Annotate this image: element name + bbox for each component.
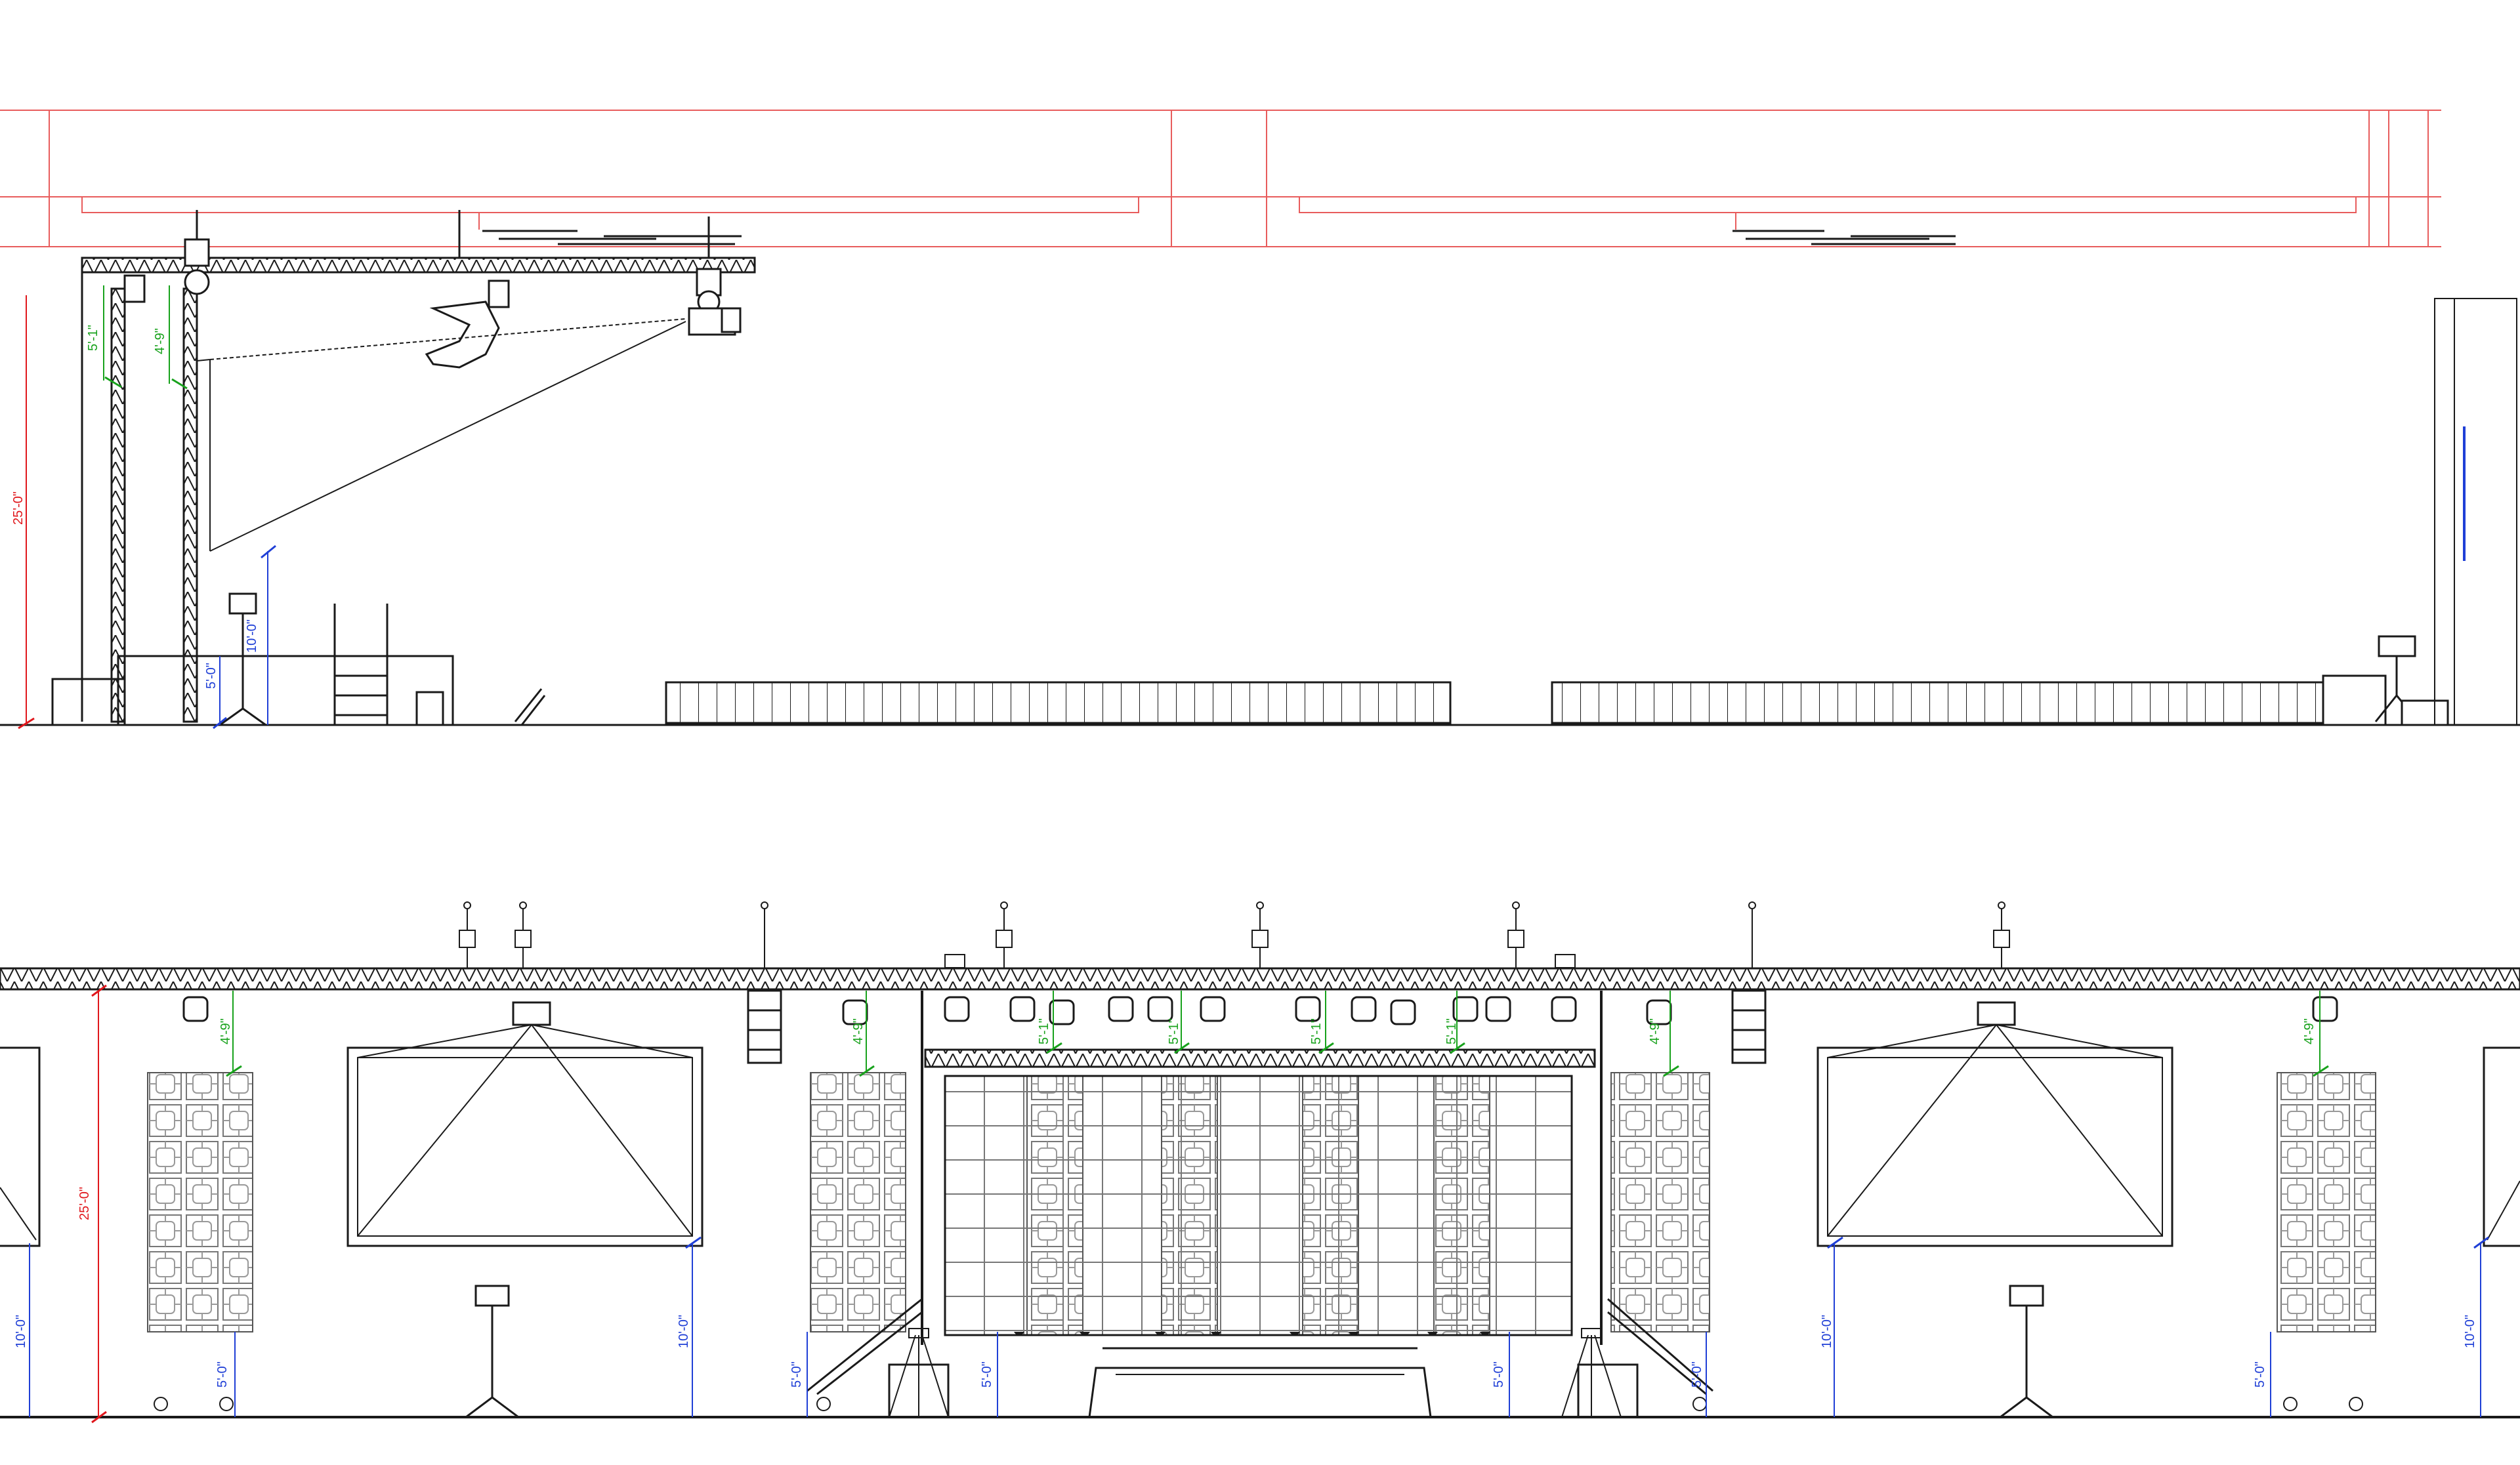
led-floor-fixtures — [1014, 1332, 1490, 1336]
front-dimensions: 25'-0" 4'-9" 4'-9" 4'-9" 4'-9" 5'-1" 5'-… — [14, 984, 2489, 1424]
front-main-truss — [0, 967, 2520, 991]
tower-effect-right — [1561, 1328, 1622, 1418]
front-height-right: 10'-0" — [2463, 1315, 2477, 1348]
scenic-panel-7 — [1610, 1072, 1710, 1332]
audience-rail-left — [665, 681, 1452, 724]
tower-effect-left — [889, 1328, 949, 1418]
front-line-arrays — [747, 989, 1767, 1064]
front-low-3: 5'-0" — [980, 1361, 994, 1388]
side-trim-b: 4'-9" — [153, 328, 167, 354]
stair-rails — [807, 1298, 1713, 1395]
scenic-panel-2 — [810, 1072, 906, 1332]
front-spot-4: 5'-1" — [1444, 1018, 1459, 1044]
chain-hoist-3 — [696, 217, 722, 314]
audience-rail-right — [1551, 681, 2328, 724]
chain-hoist-1 — [184, 210, 210, 295]
front-low-4: 5'-0" — [1492, 1361, 1506, 1388]
front-spot-2: 5'-1" — [1167, 1018, 1181, 1044]
center-riser — [888, 1347, 1639, 1418]
rear-wall — [2434, 298, 2517, 726]
front-speaker-right — [2000, 1285, 2053, 1418]
front-height-center-left: 10'-0" — [677, 1315, 691, 1348]
front-low-1: 5'-0" — [215, 1361, 230, 1388]
ceiling-structure — [0, 110, 2441, 247]
ceiling-fixtures — [482, 230, 1956, 245]
front-low-5: 5'-0" — [1690, 1361, 1704, 1388]
side-trim-a: 5'-1" — [86, 325, 100, 351]
front-trim-center-left: 4'-9" — [851, 1018, 866, 1044]
line-array-speaker — [425, 300, 500, 369]
front-height-center-right: 10'-0" — [1820, 1315, 1834, 1348]
front-trim-left: 4'-9" — [219, 1018, 233, 1044]
front-overall-height: 25'-0" — [77, 1187, 92, 1220]
truss-fixtures — [123, 274, 742, 336]
front-height-left: 10'-0" — [14, 1315, 28, 1348]
front-low-2: 5'-0" — [789, 1361, 804, 1388]
center-led-truss — [924, 1048, 1596, 1068]
sightline — [196, 318, 686, 552]
front-trim-center-right: 4'-9" — [1648, 1018, 1662, 1044]
side-overall-height: 25'-0" — [11, 491, 26, 525]
under-truss-fixtures — [182, 996, 2338, 1025]
projection-screen-right — [1816, 1001, 2174, 1247]
front-trim-right: 4'-9" — [2302, 1018, 2317, 1044]
side-speaker-stand — [219, 592, 266, 726]
side-elevation: 25'-0" 5'-1" 4'-9" 10'-0" 5'-0" — [0, 110, 2520, 730]
projection-screen-left — [346, 1001, 704, 1247]
side-stage-deck — [51, 604, 546, 726]
camera-platform — [2322, 635, 2449, 726]
front-speaker-left — [465, 1285, 519, 1418]
front-low-6: 5'-0" — [2253, 1361, 2267, 1388]
front-spot-3: 5'-1" — [1309, 1018, 1324, 1044]
side-deck-height: 10'-0" — [245, 619, 259, 653]
front-spot-1: 5'-1" — [1037, 1018, 1051, 1044]
projection-screen-edge-right — [2483, 1046, 2520, 1247]
front-hoists — [459, 901, 2010, 968]
scenic-panel-1 — [147, 1072, 253, 1332]
side-lower-height: 5'-0" — [204, 663, 219, 689]
projection-screen-edge-left — [0, 1046, 41, 1247]
front-elevation: 25'-0" 4'-9" 4'-9" 4'-9" 4'-9" 5'-1" 5'-… — [0, 901, 2520, 1424]
side-dimensions: 25'-0" 5'-1" 4'-9" 10'-0" 5'-0" — [11, 285, 276, 730]
scenic-panel-8 — [2277, 1072, 2376, 1332]
side-truss — [81, 257, 756, 274]
floor-uplights — [154, 1397, 2363, 1411]
led-wall — [921, 991, 1603, 1345]
